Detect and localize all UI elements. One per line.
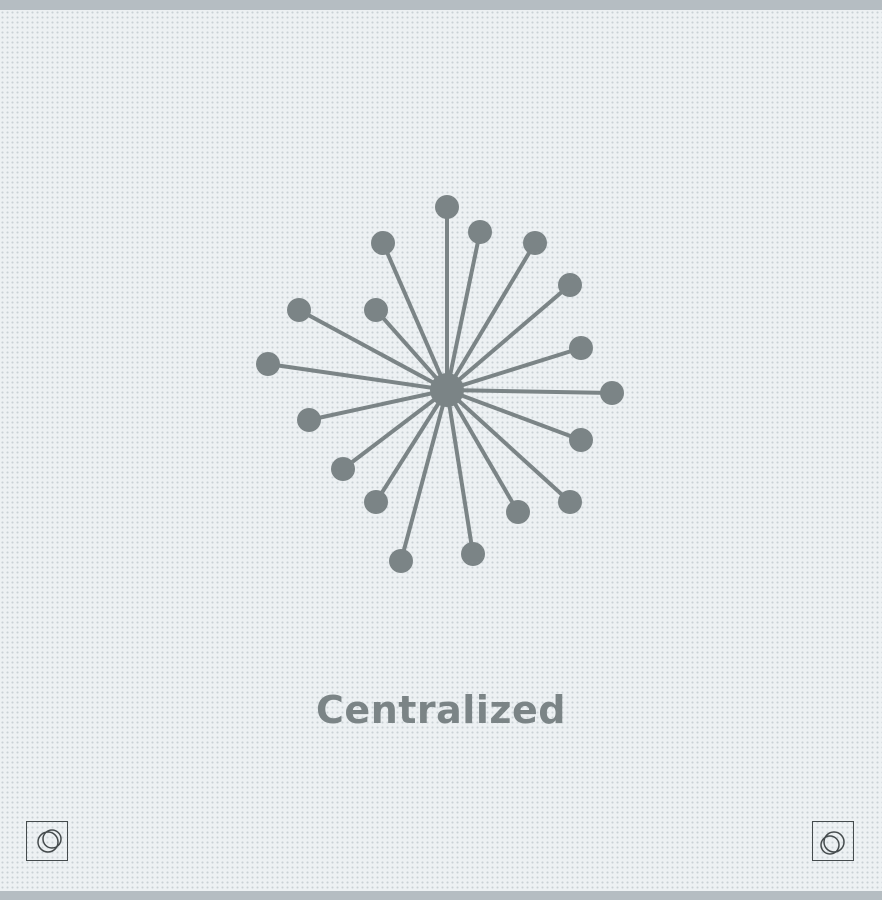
leaf-node bbox=[523, 231, 547, 255]
spoke-line bbox=[374, 388, 449, 504]
spoke-line bbox=[445, 388, 583, 442]
top-border-bar bbox=[0, 0, 882, 10]
spoke-line bbox=[341, 388, 449, 471]
central-hub-node bbox=[430, 373, 464, 407]
leaf-node bbox=[558, 490, 582, 514]
leaf-node bbox=[364, 490, 388, 514]
spoke-line bbox=[445, 388, 520, 514]
spoke-line bbox=[445, 283, 572, 392]
leaf-node bbox=[371, 231, 395, 255]
leaf-node bbox=[569, 428, 593, 452]
spoke-line bbox=[445, 388, 475, 556]
next-button[interactable] bbox=[812, 821, 854, 861]
leaf-node bbox=[569, 336, 593, 360]
spoke-line bbox=[307, 388, 449, 422]
leaf-node bbox=[600, 381, 624, 405]
crescent-moon-left-icon bbox=[37, 829, 62, 853]
spoke-line bbox=[445, 388, 572, 504]
spoke-line bbox=[374, 308, 449, 392]
spoke-line bbox=[445, 230, 482, 392]
bottom-border-bar bbox=[0, 891, 882, 900]
spoke-line bbox=[445, 346, 583, 392]
spoke-line bbox=[381, 241, 449, 392]
spoke-line bbox=[399, 388, 449, 563]
leaf-node bbox=[461, 542, 485, 566]
leaf-node bbox=[468, 220, 492, 244]
spoke-line bbox=[266, 362, 449, 392]
leaf-node bbox=[558, 273, 582, 297]
spoke-line bbox=[445, 388, 614, 395]
leaf-node bbox=[506, 500, 530, 524]
leaf-node bbox=[389, 549, 413, 573]
leaf-node bbox=[435, 195, 459, 219]
leaf-node bbox=[256, 352, 280, 376]
crescent-moon-right-icon bbox=[820, 831, 845, 855]
spoke-line bbox=[445, 241, 537, 392]
leaf-node bbox=[364, 298, 388, 322]
leaf-node bbox=[331, 457, 355, 481]
diagram-title: Centralized bbox=[316, 688, 566, 732]
leaf-node bbox=[297, 408, 321, 432]
spoke-line bbox=[297, 308, 449, 392]
leaf-node bbox=[287, 298, 311, 322]
previous-button[interactable] bbox=[26, 821, 68, 861]
